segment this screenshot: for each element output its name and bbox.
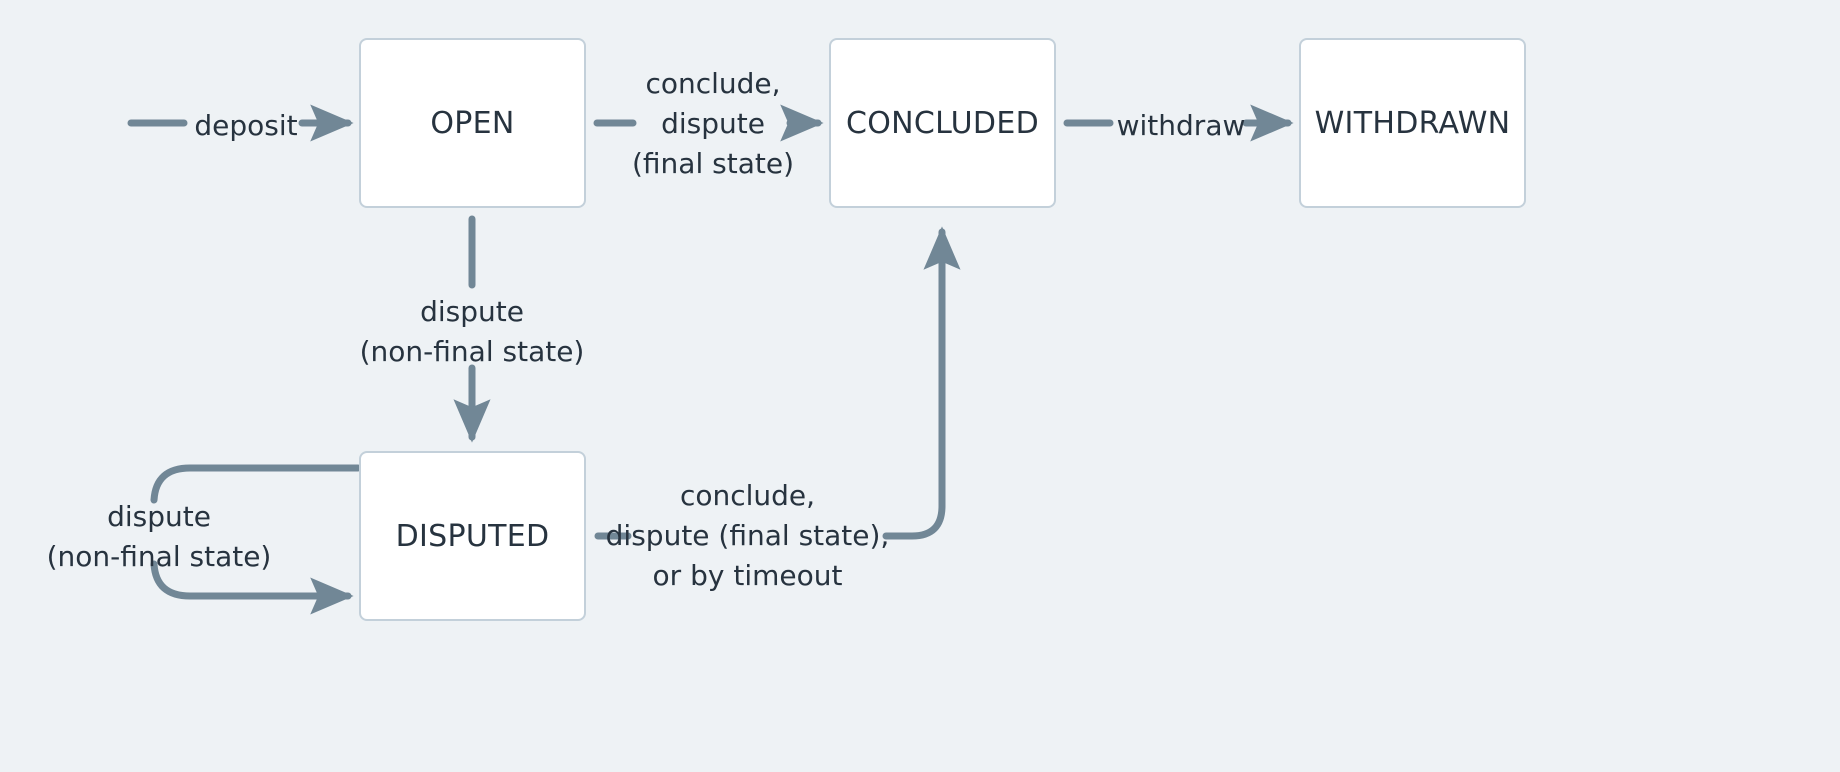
edge-label-line-2: (non-final state) [359, 335, 585, 369]
edge-label-line-1: dispute [107, 500, 211, 533]
edge-label-withdraw: withdraw [1116, 109, 1246, 142]
edge-label-line-2: (non-final state) [46, 540, 272, 574]
state-node-open[interactable]: OPEN [359, 38, 586, 208]
state-label-concluded: CONCLUDED [846, 105, 1039, 141]
state-node-withdrawn[interactable]: WITHDRAWN [1299, 38, 1526, 208]
edge-label-line-2: dispute (final state), [605, 519, 890, 553]
edge-disputed-self-loop [150, 464, 362, 615]
state-label-open: OPEN [430, 105, 515, 141]
edge-label-line-2: dispute [661, 107, 765, 141]
edge-label-line-1: conclude, [679, 479, 816, 512]
state-node-concluded[interactable]: CONCLUDED [829, 38, 1056, 208]
state-label-withdrawn: WITHDRAWN [1314, 105, 1511, 141]
edge-label-line-3: (final state) [632, 147, 794, 181]
edge-disputed-to-concluded [594, 226, 961, 540]
edge-label-line-3: or by timeout [652, 559, 843, 593]
edge-label-open-to-concluded: conclude, dispute (final state) [613, 64, 813, 184]
state-node-disputed[interactable]: DISPUTED [359, 451, 586, 621]
edge-label-deposit: deposit [194, 109, 298, 142]
edge-label-disputed-self-loop: dispute (non-final state) [34, 497, 284, 577]
edge-label-open-to-disputed: dispute (non-final state) [352, 292, 592, 372]
edge-label-disputed-to-concluded: conclude, dispute (final state), or by tim… [605, 476, 890, 596]
edge-label-line-1: conclude, [645, 67, 781, 100]
edge-label-line-1: dispute [420, 295, 524, 328]
state-label-disputed: DISPUTED [395, 518, 550, 554]
